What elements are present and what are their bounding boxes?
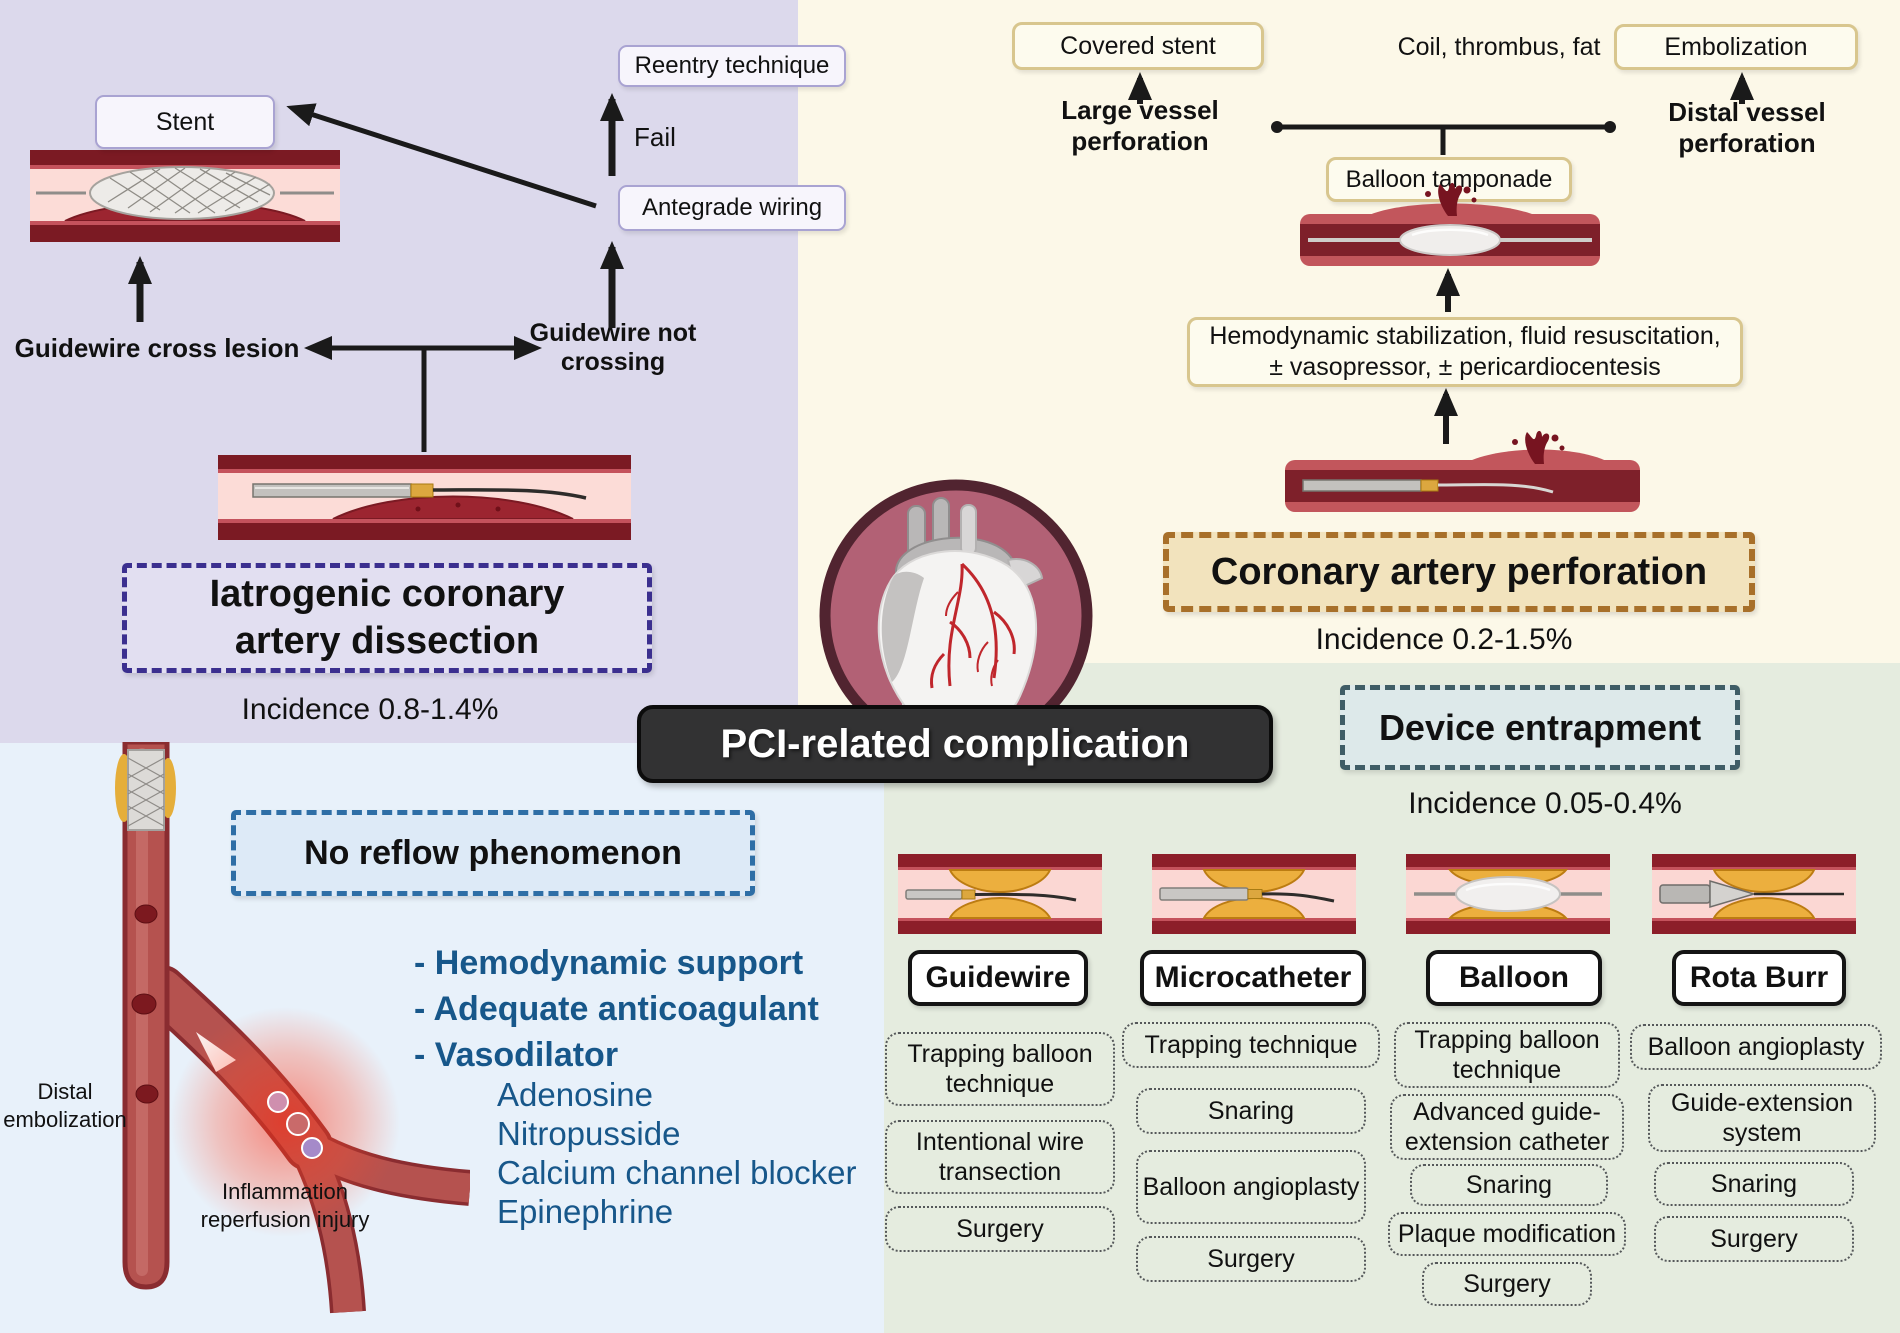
fail-label: Fail: [634, 122, 676, 152]
entrapped-rota-burr-vessel-illustration: [1652, 852, 1856, 936]
entrapment-item: Surgery: [1422, 1262, 1592, 1306]
inflammation-reperfusion-label: Inflammation reperfusion injury: [200, 1179, 370, 1232]
stent-label: Stent: [155, 107, 215, 136]
no-reflow-drug: Adenosine: [497, 1076, 653, 1113]
dissection-incidence: Incidence 0.8-1.4%: [241, 693, 499, 726]
entrapment-item: Snaring: [1654, 1162, 1854, 1206]
dissection-vessel-illustration: [218, 455, 631, 540]
pci-badge-label: PCI-related complication: [720, 721, 1190, 766]
dissection-title-line1: Iatrogenic coronary: [209, 573, 565, 615]
reentry-label: Reentry technique: [634, 52, 830, 79]
entrapped-guidewire-vessel-illustration: [898, 852, 1102, 936]
entrapment-item: Trapping balloon technique: [1394, 1022, 1620, 1088]
entrapment-item: Surgery: [1136, 1236, 1366, 1282]
entrapment-item: Plaque modification: [1388, 1212, 1626, 1256]
entrapment-item: Snaring: [1410, 1164, 1608, 1206]
guidewire-not-crossing-label: Guidewire not crossing: [529, 319, 697, 376]
balloon-tamponade-vessel-illustration: [1300, 180, 1600, 280]
no-reflow-drug: Nitropusside: [497, 1115, 681, 1152]
entrapment-header-balloon: Balloon: [1426, 950, 1602, 1006]
entrapped-balloon-vessel-illustration: [1406, 852, 1610, 936]
entrapment-item: Intentional wire transection: [885, 1120, 1115, 1194]
entrapment-incidence: Incidence 0.05-0.4%: [1408, 787, 1682, 820]
perforation-vessel-illustration: [1285, 430, 1640, 525]
entrapment-header-rota-burr: Rota Burr: [1672, 950, 1846, 1006]
entrapment-item: Guide-extension system: [1648, 1084, 1876, 1152]
large-vessel-perforation-label: Large vessel perforation: [1061, 95, 1219, 156]
entrapment-item: Advanced guide-extension catheter: [1390, 1094, 1624, 1160]
stabilization-line2: ± vasopressor, ± pericardiocentesis: [1269, 353, 1661, 381]
entrapment-item: Trapping technique: [1122, 1022, 1380, 1068]
dissection-title-box: Iatrogenic coronary artery dissection: [122, 563, 652, 673]
covered-stent-box: Covered stent: [1012, 22, 1264, 70]
no-reflow-title-box: No reflow phenomenon: [231, 810, 755, 896]
no-reflow-bullet: - Hemodynamic support: [414, 944, 804, 982]
no-reflow-bullet: - Vasodilator: [414, 1036, 619, 1074]
entrapment-item: Balloon angioplasty: [1630, 1024, 1882, 1070]
dissection-title-line2: artery dissection: [234, 620, 540, 662]
perforation-title-box: Coronary artery perforation: [1163, 532, 1755, 612]
antegrade-wiring-box: Antegrade wiring: [618, 185, 846, 231]
entrapment-item: Surgery: [885, 1206, 1115, 1252]
entrapment-item: Balloon angioplasty: [1136, 1150, 1366, 1224]
no-reflow-bullet: - Adequate anticoagulant: [414, 990, 819, 1028]
heart-icon: [812, 472, 1100, 760]
entrapment-item: Trapping balloon technique: [885, 1032, 1115, 1106]
guidewire-cross-lesion-label: Guidewire cross lesion: [14, 332, 300, 363]
entrapped-microcatheter-vessel-illustration: [1152, 852, 1356, 936]
embolization-box: Embolization: [1614, 24, 1858, 70]
distal-vessel-perforation-label: Distal vessel perforation: [1668, 97, 1826, 158]
stent-box: Stent: [95, 95, 275, 149]
pci-badge: PCI-related complication: [637, 705, 1273, 783]
no-reflow-vessel-illustration: [50, 742, 470, 1317]
antegrade-label: Antegrade wiring: [641, 194, 823, 221]
entrapment-header-guidewire: Guidewire: [908, 950, 1088, 1006]
perforation-incidence: Incidence 0.2-1.5%: [1315, 623, 1573, 656]
coil-thrombus-fat-label: Coil, thrombus, fat: [1397, 32, 1601, 61]
entrapment-title-box: Device entrapment: [1340, 685, 1740, 770]
entrapment-item: Surgery: [1654, 1216, 1854, 1262]
no-reflow-drug: Epinephrine: [497, 1193, 674, 1230]
entrapment-item: Snaring: [1136, 1088, 1366, 1134]
reentry-technique-box: Reentry technique: [618, 45, 846, 87]
stented-vessel-illustration: [30, 150, 340, 242]
entrapment-header-microcatheter: Microcatheter: [1140, 950, 1366, 1006]
stabilization-line1: Hemodynamic stabilization, fluid resusci…: [1209, 322, 1721, 350]
stabilization-box: Hemodynamic stabilization, fluid resusci…: [1187, 317, 1743, 387]
no-reflow-drug: Calcium channel blocker: [497, 1154, 857, 1191]
distal-embolization-label: Distal embolization: [3, 1079, 127, 1132]
